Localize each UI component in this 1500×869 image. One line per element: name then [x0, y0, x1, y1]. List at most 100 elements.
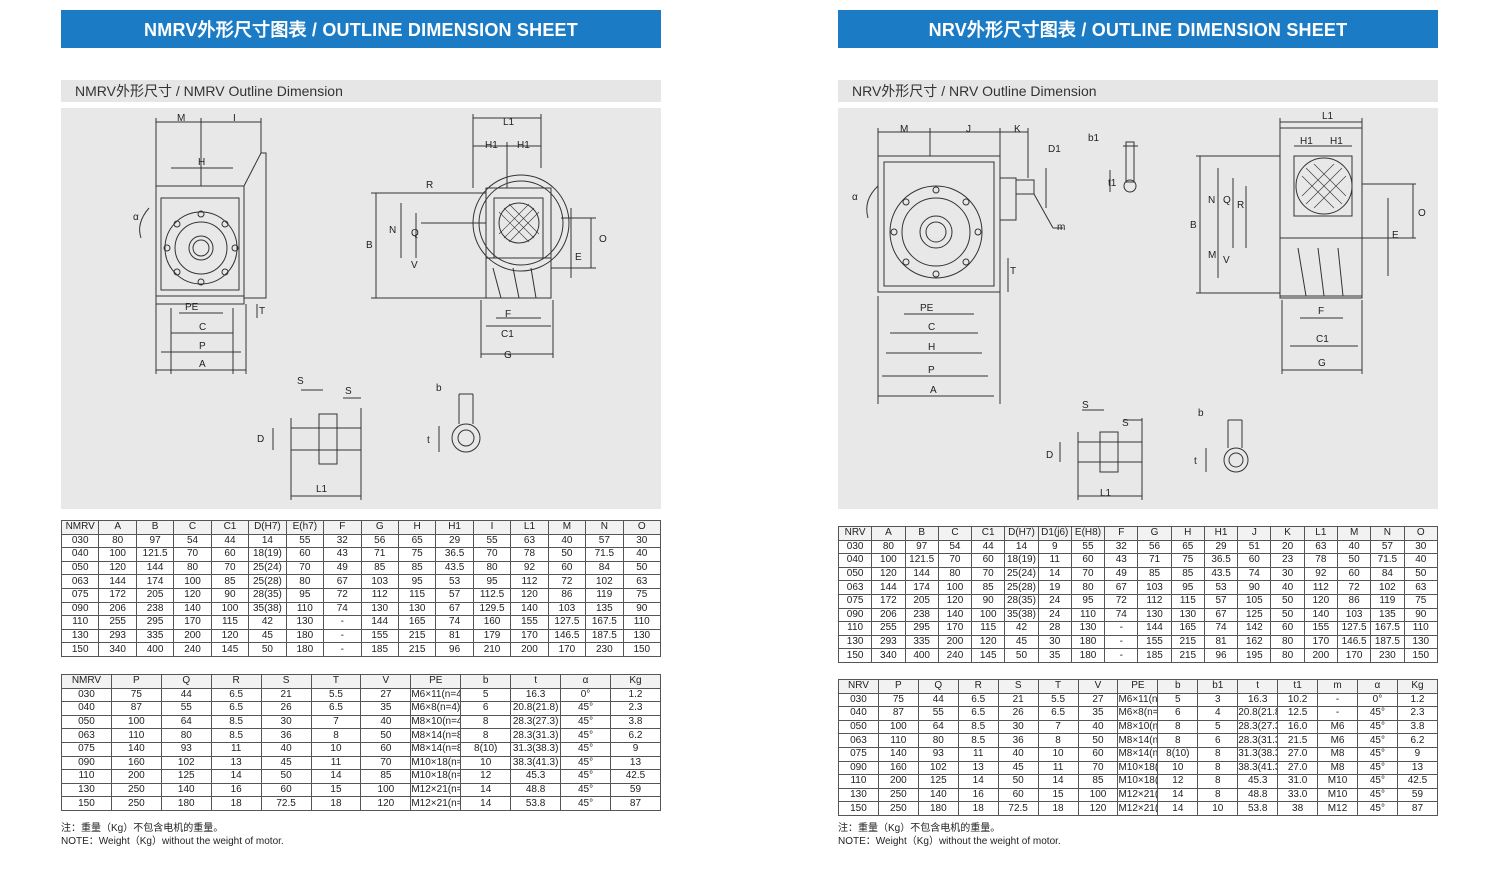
- table-cell: 7: [1037, 719, 1079, 735]
- table-header-cell: A: [98, 520, 137, 535]
- label-r: R: [426, 180, 433, 191]
- table-row: 0751409311401060M8×14(n=8)8(10)831.3(38.…: [838, 746, 1439, 762]
- table-cell: 255: [871, 621, 906, 636]
- table-cell: 205: [135, 587, 175, 603]
- table-cell: 255: [98, 615, 137, 630]
- table-cell: 71: [1137, 553, 1172, 568]
- table-cell: 063: [837, 580, 873, 595]
- table-header-cell: Kg: [1396, 679, 1439, 694]
- table-header-cell: J: [1237, 526, 1272, 541]
- table-cell: 11: [1037, 760, 1079, 776]
- table-cell: 155: [360, 628, 399, 644]
- table-row: 04087556.5266.535M6×8(n=4)6420.8(21.8)12…: [838, 706, 1439, 721]
- input-shaft-outline: [1015, 179, 1035, 195]
- table-cell: 45.3: [1237, 774, 1279, 789]
- label-n: N: [1208, 195, 1215, 206]
- label-j: J: [966, 124, 971, 135]
- table-header-cell: K: [1270, 526, 1305, 541]
- table-cell: 80: [472, 560, 512, 576]
- table-cell: 25(28): [248, 574, 287, 589]
- label-s-b: S: [345, 386, 352, 397]
- table-cell: 0°: [560, 687, 611, 703]
- table-cell: 18(19): [248, 547, 287, 562]
- label-b1: b1: [1088, 133, 1100, 144]
- label-f: F: [1318, 306, 1324, 317]
- table-cell: 92: [510, 560, 549, 576]
- table-cell: 100: [110, 714, 162, 730]
- side-worm-circle: [498, 202, 540, 244]
- table-cell: 5.5: [1037, 692, 1079, 708]
- table-cell: 45°: [560, 728, 611, 743]
- table-cell: 95: [472, 574, 512, 589]
- table-cell: 80: [98, 533, 137, 549]
- table-cell: 21: [260, 687, 312, 703]
- table-cell: 050: [837, 566, 873, 582]
- table-cell: 90: [622, 601, 662, 617]
- front-flange-outline: [243, 152, 267, 299]
- table-header-cell: H1: [435, 520, 474, 535]
- table-cell: 170: [510, 628, 549, 644]
- table-cell: 45: [1004, 634, 1039, 650]
- table-header-cell: I: [472, 520, 512, 535]
- label-l1: L1: [503, 117, 515, 128]
- table-cell: 25(24): [248, 560, 287, 576]
- table-cell: 130: [61, 782, 112, 798]
- table-header-cell: Q: [917, 679, 959, 694]
- label-t: T: [1010, 266, 1016, 277]
- table-cell: 8: [1197, 774, 1239, 789]
- table-cell: 50: [248, 642, 287, 657]
- table-cell: 075: [61, 741, 112, 757]
- table-cell: 215: [397, 628, 437, 644]
- table-cell: 43: [323, 547, 362, 562]
- table-cell: 90: [1237, 580, 1272, 595]
- table-cell: 95: [1070, 593, 1106, 609]
- table-cell: 130: [360, 601, 399, 617]
- table-header-cell: b: [1157, 679, 1199, 694]
- table-cell: 70: [472, 547, 512, 562]
- table-cell: 30: [1403, 539, 1439, 555]
- table-cell: 179: [472, 628, 512, 644]
- table-cell: 7: [310, 714, 362, 730]
- table-cell: 70: [937, 553, 973, 568]
- table-cell: 57: [435, 587, 474, 603]
- table-header-cell: H: [1170, 526, 1205, 541]
- table-cell: 20.8(21.8): [1237, 706, 1279, 721]
- table-cell: 93: [917, 746, 959, 762]
- table-cell: 59: [609, 782, 662, 798]
- table-cell: 340: [871, 648, 906, 663]
- table-header-cell: L1: [1303, 526, 1338, 541]
- table-header-cell: NRV: [837, 526, 873, 541]
- table-cell: 55: [917, 706, 959, 721]
- label-m-small: m: [1057, 222, 1065, 233]
- table-cell: 14: [1157, 787, 1199, 803]
- table-cell: 80: [1270, 648, 1305, 663]
- table-cell: 80: [1070, 580, 1106, 595]
- front-body-outline: [155, 185, 245, 297]
- table-cell: 100: [360, 782, 412, 798]
- table-cell: 53.8: [1237, 801, 1279, 816]
- table-cell: 144: [98, 574, 137, 589]
- table-cell: 16.3: [510, 687, 562, 703]
- table-cell: 040: [838, 706, 879, 721]
- table-cell: 110: [877, 733, 919, 748]
- label-q: Q: [1223, 195, 1231, 206]
- table-cell: 200: [510, 642, 549, 657]
- table-cell: 71.5: [585, 547, 624, 562]
- table-cell: 44: [971, 539, 1006, 555]
- label-pe: PE: [185, 302, 199, 313]
- table-cell: 155: [1137, 634, 1172, 650]
- table-cell: 187.5: [1370, 634, 1405, 650]
- table-cell: 95: [397, 574, 437, 589]
- table-cell: 96: [435, 642, 474, 657]
- table-cell: 64: [160, 714, 212, 730]
- table-cell: 90: [971, 593, 1006, 609]
- table-cell: 165: [397, 615, 437, 630]
- left-banner-title: NMRV外形尺寸图表 / OUTLINE DIMENSION SHEET: [61, 10, 661, 48]
- table-cell: 65: [397, 533, 437, 549]
- table-cell: 130: [1070, 621, 1106, 636]
- table-cell: 81: [1203, 634, 1239, 650]
- table-cell: 120: [510, 587, 549, 603]
- table-cell: M10×18(n=8): [1117, 774, 1159, 789]
